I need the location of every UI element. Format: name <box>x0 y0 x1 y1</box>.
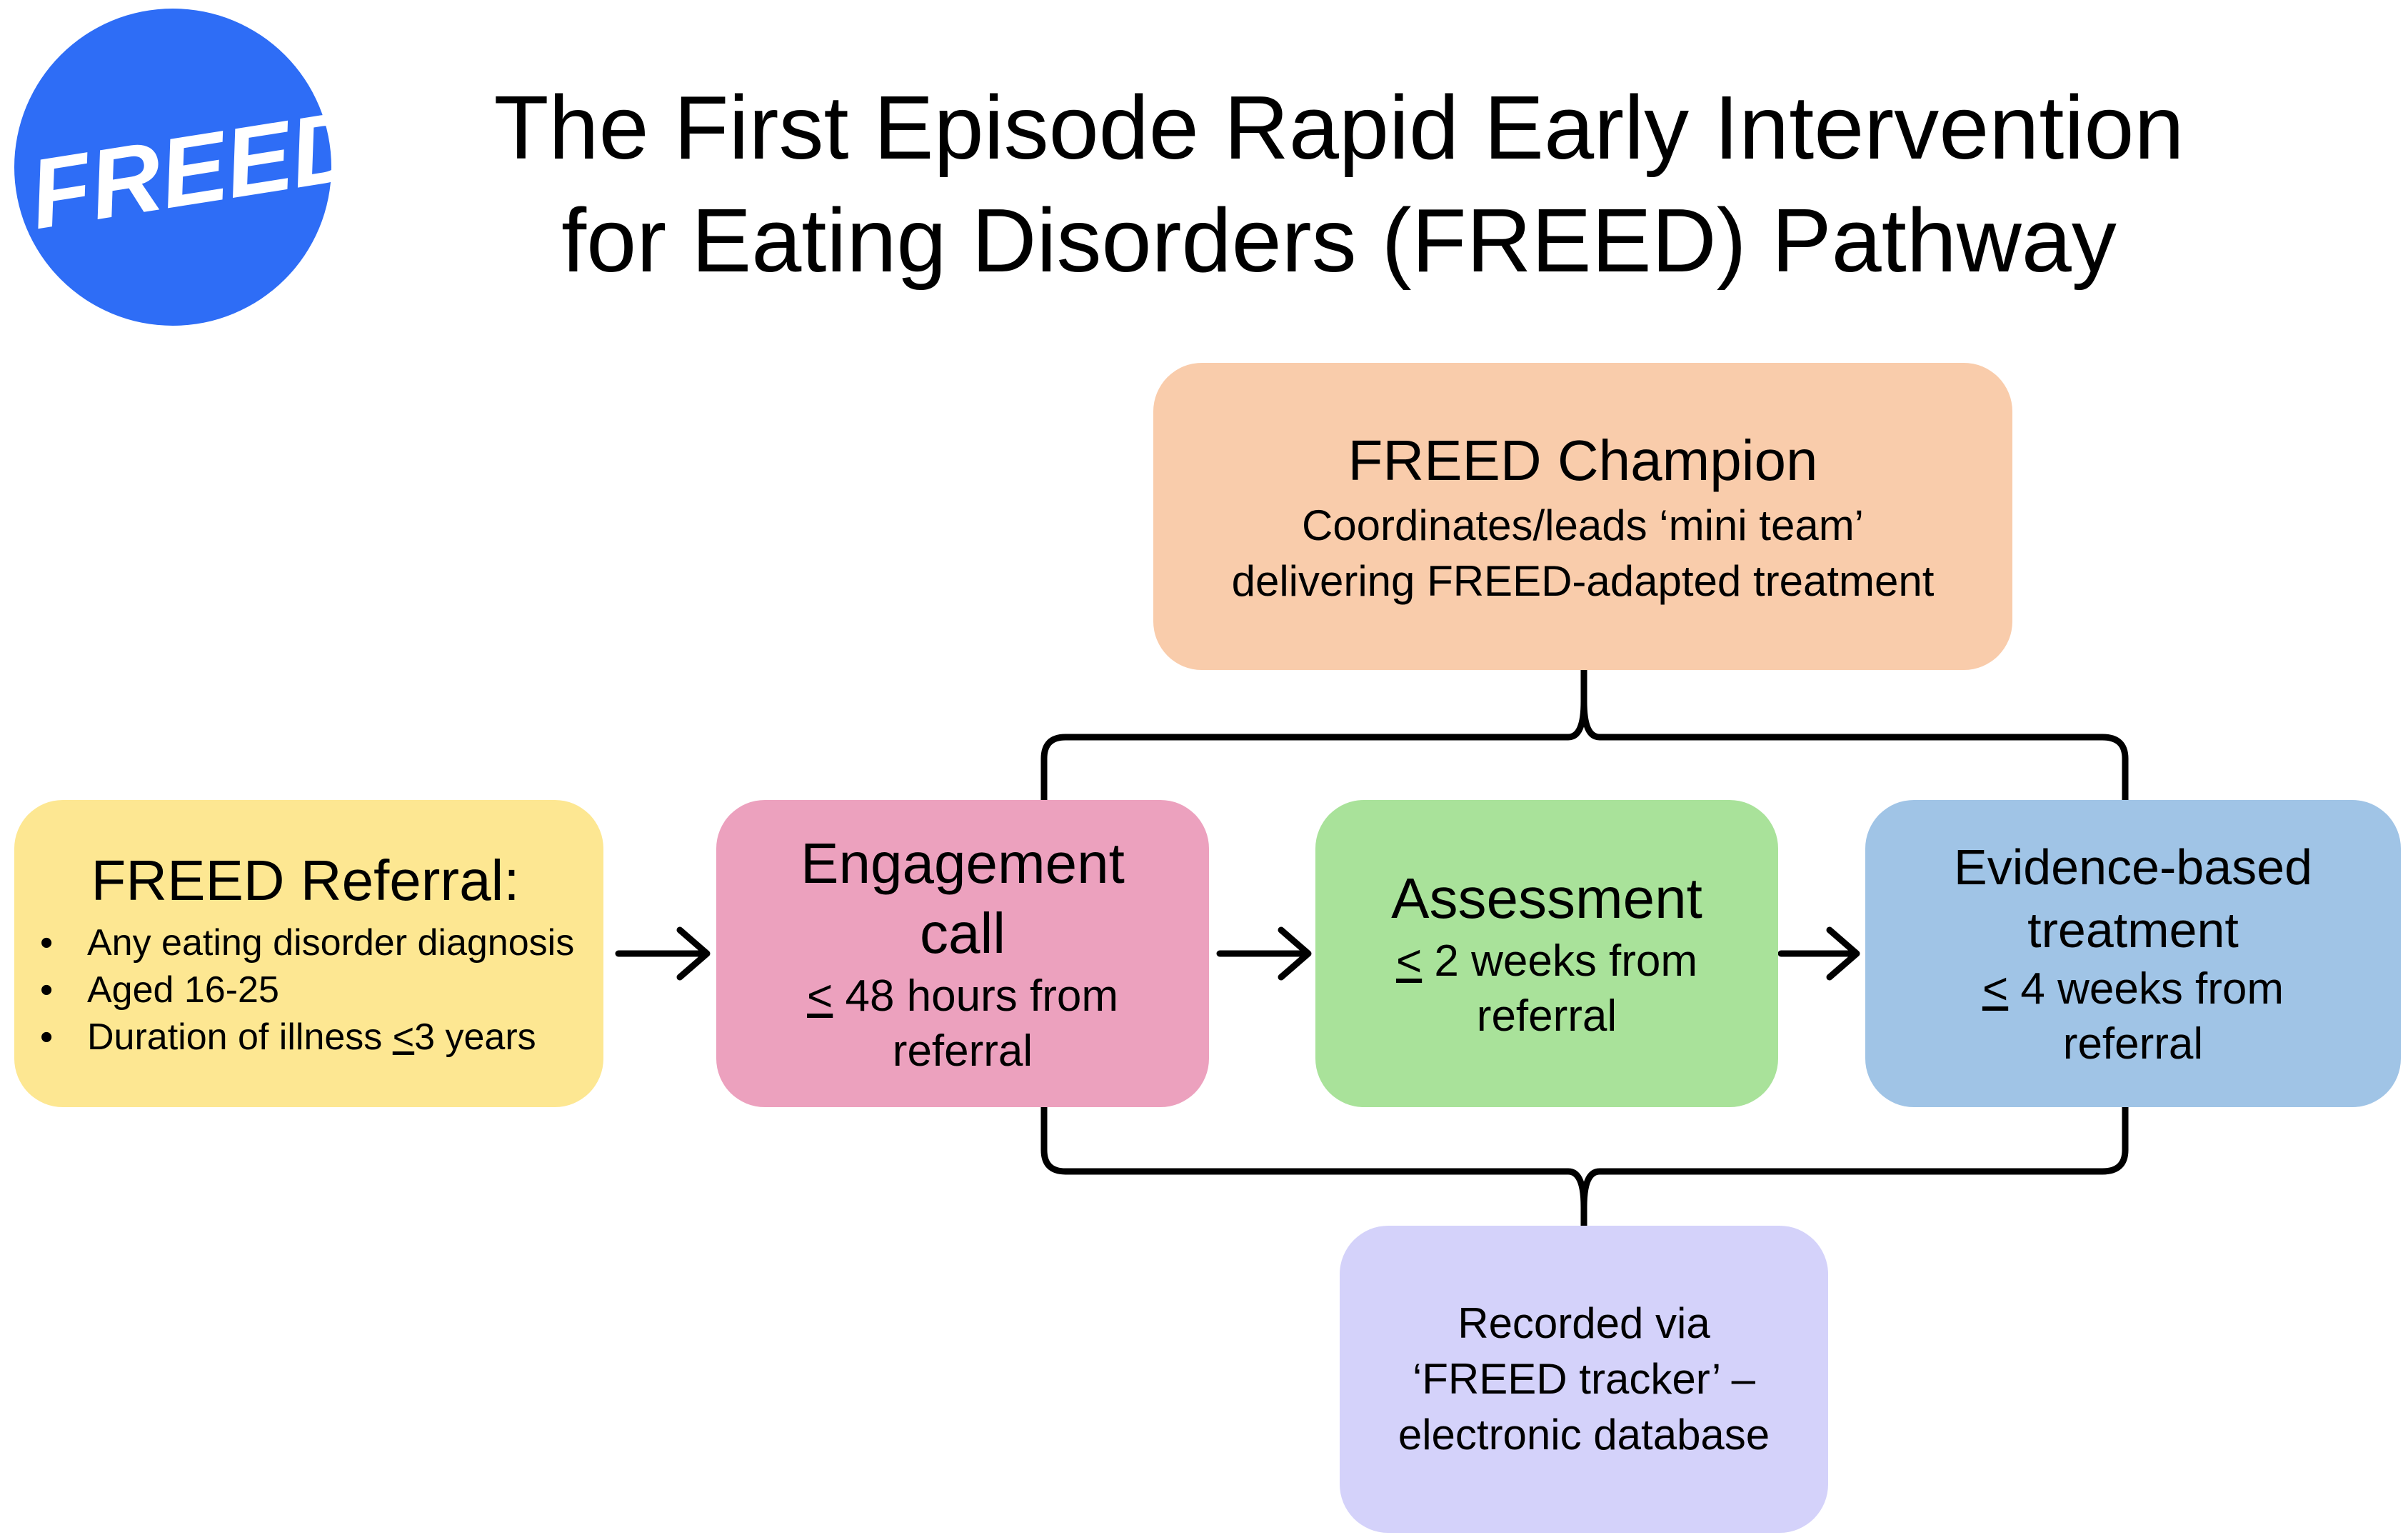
criterion-age: Aged 16-25 <box>87 969 279 1011</box>
top-brace <box>1040 666 2129 805</box>
engagement-heading-line-1: Engagement <box>801 831 1125 895</box>
assessment-box: Assessment < 2 weeks from referral <box>1315 800 1778 1107</box>
assessment-heading: Assessment <box>1391 866 1702 930</box>
engagement-timeframe-line-2: referral <box>892 1026 1033 1076</box>
champion-heading: FREED Champion <box>1348 429 1818 492</box>
criterion-diagnosis: Any eating disorder diagnosis <box>87 922 575 964</box>
less-equal-symbol: < <box>1395 936 1423 986</box>
engagement-heading-line-2: call <box>919 901 1006 965</box>
logo-circle <box>14 9 331 326</box>
recorded-box: Recorded via ‘FREED tracker’ – electroni… <box>1340 1226 1828 1533</box>
arrow-referral-to-engagement <box>615 926 711 981</box>
recorded-line-1: Recorded via <box>1458 1299 1710 1347</box>
list-item: • Any eating disorder diagnosis <box>29 919 574 966</box>
referral-heading: FREED Referral: <box>91 849 520 912</box>
freed-logo: FREED <box>14 9 331 326</box>
engagement-timeframe-text: 48 hours from <box>833 971 1118 1021</box>
treatment-timeframe-line-2: referral <box>2062 1019 2204 1069</box>
criterion-duration-prefix: Duration of illness <box>87 1016 393 1058</box>
treatment-heading-line-2: treatment <box>2027 902 2239 958</box>
bullet: • <box>40 922 54 964</box>
champion-box: FREED Champion Coordinates/leads ‘mini t… <box>1153 363 2012 670</box>
criterion-duration-suffix: 3 years <box>414 1016 536 1058</box>
treatment-timeframe: < 4 weeks from <box>1982 961 2284 1016</box>
treatment-box: Evidence-based treatment < 4 weeks from … <box>1865 800 2401 1107</box>
arrow-assessment-to-treatment <box>1777 926 1860 981</box>
referral-box: FREED Referral: • Any eating disorder dia… <box>14 800 603 1107</box>
arrow-engagement-to-assessment <box>1216 926 1312 981</box>
bottom-brace <box>1040 1104 2129 1229</box>
recorded-line-3: electronic database <box>1398 1411 1770 1459</box>
list-item: • Duration of illness <3 years <box>29 1014 574 1061</box>
bullet: • <box>40 969 54 1011</box>
less-equal-symbol: < <box>1982 964 2009 1014</box>
bullet: • <box>40 1016 54 1058</box>
less-equal-symbol: < <box>807 971 833 1021</box>
champion-line-2: delivering FREED-adapted treatment <box>1231 557 1935 605</box>
referral-criteria-list: • Any eating disorder diagnosis • Aged 16-… <box>29 919 574 1061</box>
assessment-timeframe-text: 2 weeks from <box>1422 936 1698 986</box>
assessment-timeframe-line-2: referral <box>1476 991 1617 1041</box>
treatment-heading-line-1: Evidence-based <box>1954 839 2312 895</box>
title-line-2: for Eating Disorders (FREED) Pathway <box>561 190 2117 291</box>
champion-line-1: Coordinates/leads ‘mini team’ <box>1301 501 1865 549</box>
assessment-timeframe: < 2 weeks from <box>1396 934 1697 989</box>
engagement-box: Engagement call < 48 hours from referral <box>716 800 1209 1107</box>
engagement-timeframe: < 48 hours from <box>807 969 1118 1024</box>
page-title: The First Episode Rapid Early Interventi… <box>428 71 2249 297</box>
recorded-line-2: ‘FREED tracker’ – <box>1412 1355 1756 1403</box>
less-equal-symbol: < <box>392 1016 415 1058</box>
list-item: • Aged 16-25 <box>29 966 574 1014</box>
title-line-1: The First Episode Rapid Early Interventi… <box>493 77 2184 178</box>
treatment-timeframe-text: 4 weeks from <box>2008 964 2284 1014</box>
